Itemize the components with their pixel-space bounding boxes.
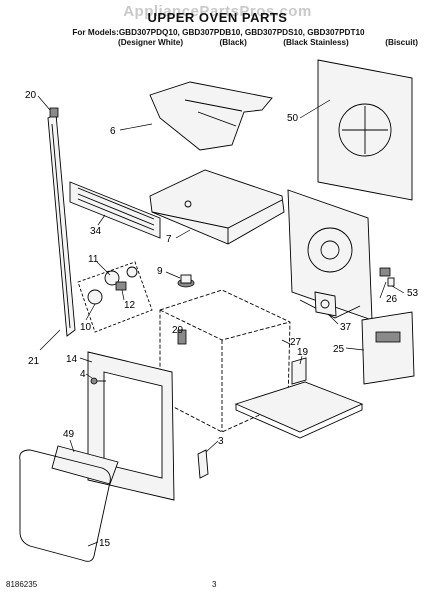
variant-label: (Black) <box>219 38 247 47</box>
part-vent-cap <box>177 274 195 288</box>
models-line: For Models:GBD307PDQ10, GBD307PDB10, GBD… <box>72 28 365 37</box>
callout-label: 20 <box>25 90 37 101</box>
callout-label: 53 <box>407 288 419 299</box>
part-knob-assembly <box>77 261 153 333</box>
callout-label: 9 <box>157 266 163 277</box>
part-side-trim <box>47 107 76 337</box>
document-number: 8186235 <box>6 580 38 589</box>
part-screw <box>90 377 106 385</box>
watermark: AppliancePartsPros.com <box>123 3 312 20</box>
callout-label: 14 <box>66 354 78 365</box>
part-control-strip <box>69 181 161 239</box>
part-top-plate <box>149 169 285 245</box>
part-sensor-bracket <box>314 291 337 317</box>
callout-label: 26 <box>386 294 398 305</box>
callout-labels: 20 6 50 34 7 11 9 26 53 10 12 29 37 27 2… <box>25 90 419 549</box>
variant-label: (Biscuit) <box>385 38 418 47</box>
callout-label: 15 <box>99 538 111 549</box>
callout-label: 12 <box>124 300 136 311</box>
model-variants: (Designer White) (Black) (Black Stainles… <box>118 38 418 47</box>
callout-label: 50 <box>287 113 299 124</box>
callout-label: 19 <box>297 347 309 358</box>
callout-label: 29 <box>172 325 184 336</box>
callout-label: 6 <box>110 126 116 137</box>
part-side-bracket <box>361 311 415 385</box>
page-number: 3 <box>212 580 217 589</box>
variant-label: (Designer White) <box>118 38 184 47</box>
callout-label: 27 <box>290 337 302 348</box>
callout-label: 37 <box>340 322 352 333</box>
leader-lines <box>37 95 405 547</box>
callout-label: 25 <box>333 344 345 355</box>
callout-label: 3 <box>218 436 224 447</box>
callout-label: 10 <box>80 322 92 333</box>
part-small-bracket <box>197 449 209 479</box>
part-rear-panel <box>317 59 413 201</box>
callout-label: 49 <box>63 429 75 440</box>
callout-label: 4 <box>80 369 86 380</box>
page-title: UPPER OVEN PARTS <box>147 10 288 25</box>
callout-label: 7 <box>166 234 172 245</box>
callout-label: 34 <box>90 226 102 237</box>
part-door-gasket <box>19 449 111 562</box>
callout-label: 21 <box>28 356 40 367</box>
part-insulation-sheet <box>149 81 273 151</box>
variant-label: (Black Stainless) <box>283 38 349 47</box>
part-bottom-tray <box>234 357 364 439</box>
callout-label: 11 <box>88 254 99 265</box>
part-clips <box>379 267 395 287</box>
part-side-wall-fan <box>287 189 373 321</box>
